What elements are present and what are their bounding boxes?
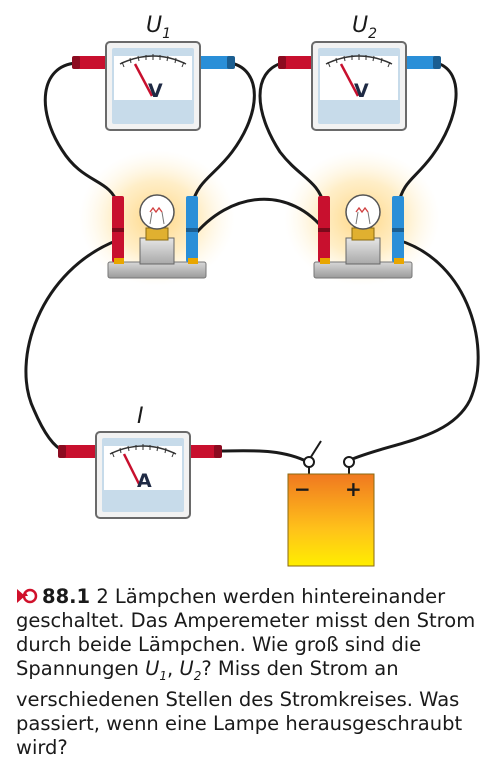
ammeter: A	[58, 431, 222, 519]
voltmeter-u1-letter: V	[148, 80, 163, 102]
voltmeter-u2-letter: V	[354, 80, 369, 102]
wires	[24, 61, 480, 464]
circuit-diagram: V V	[24, 13, 480, 567]
caption-sep: ,	[167, 657, 180, 680]
voltmeter-u2: V	[278, 41, 441, 131]
caption-text-2: ? Miss den Strom an verschiedenen Stelle…	[16, 657, 463, 759]
battery-plus-sign: +	[345, 477, 362, 501]
battery-minus-sign: −	[294, 477, 311, 501]
caption-text-1: 2 Lämpchen werden hintereinander geschal…	[16, 585, 476, 680]
label-current-i: I	[137, 404, 144, 429]
label-u1: U1	[146, 13, 171, 42]
caption-var-u2: U2	[179, 657, 202, 683]
experiment-arrow-icon	[17, 588, 38, 604]
battery: − +	[287, 440, 375, 567]
ammeter-letter: A	[137, 470, 152, 492]
caption-number: 88.1	[42, 585, 91, 608]
voltmeter-u1: V	[72, 41, 235, 131]
lamp-2	[313, 194, 413, 279]
caption-var-u1: U1	[145, 657, 167, 683]
figure-caption: 88.1 2 Lämpchen werden hintereinander ge…	[16, 585, 496, 760]
lamp-1	[107, 194, 207, 279]
label-u2: U2	[352, 13, 377, 42]
